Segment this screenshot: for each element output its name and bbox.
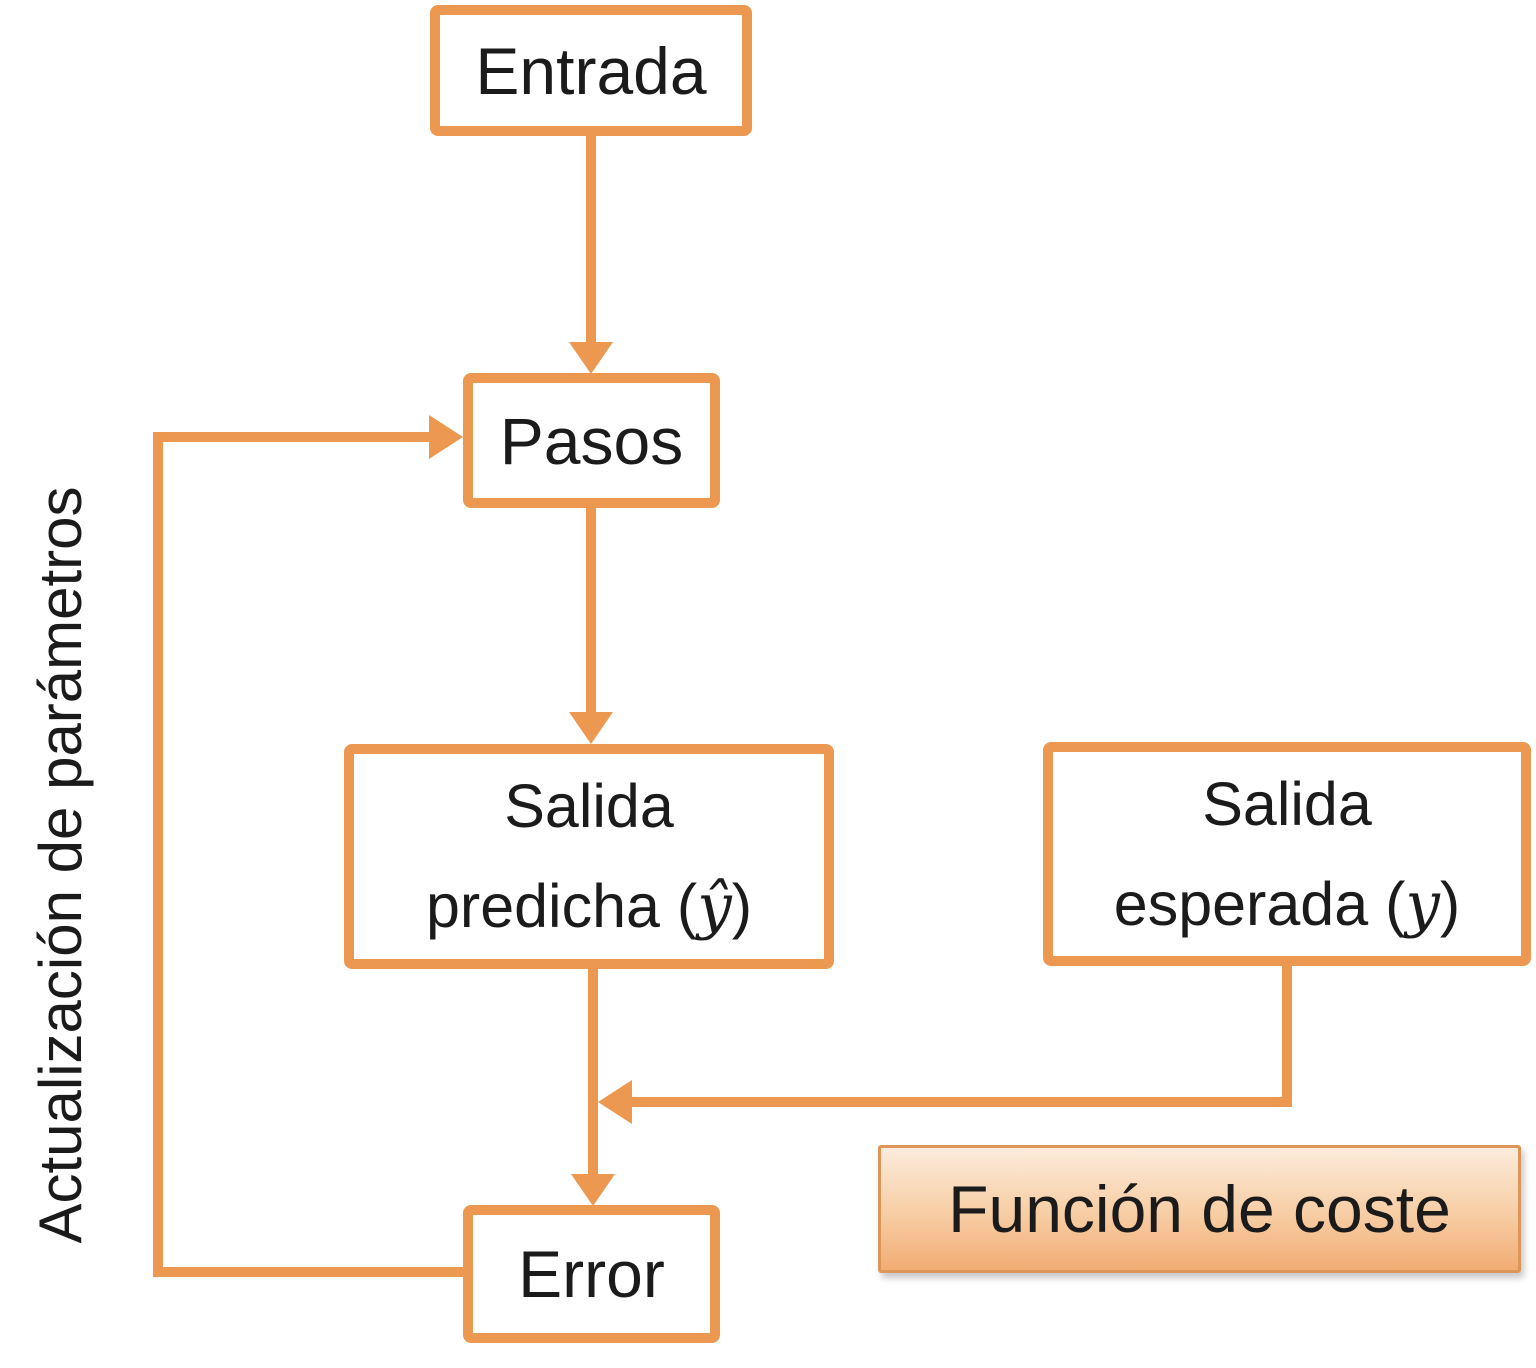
- arrowhead-down-icon: [569, 342, 613, 374]
- connector-feedback-bottom: [153, 1267, 463, 1277]
- arrowhead-right-icon: [429, 415, 463, 459]
- node-error-label: Error: [518, 1237, 665, 1311]
- connector-salida-esperada-vertical: [1282, 964, 1292, 1107]
- node-entrada-label: Entrada: [475, 33, 707, 108]
- arrowhead-down-icon: [569, 712, 613, 744]
- node-salida-esperada-line2-suffix: ): [1439, 869, 1461, 938]
- math-symbol-y: y: [1405, 868, 1440, 940]
- math-symbol-y-hat: ŷ: [697, 871, 732, 942]
- node-error: Error: [463, 1205, 720, 1343]
- node-salida-predicha-line1: Salida: [504, 772, 674, 840]
- connector-feedback-left: [153, 432, 163, 1277]
- connector-salida-esperada-horizontal: [630, 1097, 1292, 1107]
- node-funcion-de-coste: Función de coste: [878, 1145, 1521, 1273]
- node-salida-predicha-line2-prefix: predicha (: [425, 872, 698, 940]
- node-salida-predicha: Salida predicha (ŷ): [344, 744, 834, 969]
- arrowhead-left-icon: [598, 1080, 632, 1124]
- connector-salida-predicha-error: [588, 967, 598, 1175]
- node-salida-esperada-line2-prefix: esperada (: [1113, 869, 1406, 938]
- node-funcion-de-coste-label: Función de coste: [948, 1172, 1451, 1246]
- node-entrada: Entrada: [430, 5, 752, 136]
- node-pasos-label: Pasos: [499, 403, 684, 478]
- connector-entrada-pasos: [586, 134, 596, 344]
- side-label-actualizacion-parametros: Actualización de parámetros: [27, 486, 94, 1244]
- node-salida-esperada-line1: Salida: [1202, 769, 1372, 838]
- node-pasos: Pasos: [463, 373, 720, 508]
- node-salida-esperada-line2: esperada (y): [1114, 854, 1460, 955]
- node-salida-predicha-line2: predicha (ŷ): [426, 856, 752, 957]
- arrowhead-down-icon: [571, 1174, 615, 1206]
- node-salida-predicha-line2-suffix: ): [731, 872, 753, 940]
- connector-pasos-salida-predicha: [586, 506, 596, 714]
- node-salida-esperada: Salida esperada (y): [1043, 742, 1531, 966]
- connector-feedback-top: [153, 432, 429, 442]
